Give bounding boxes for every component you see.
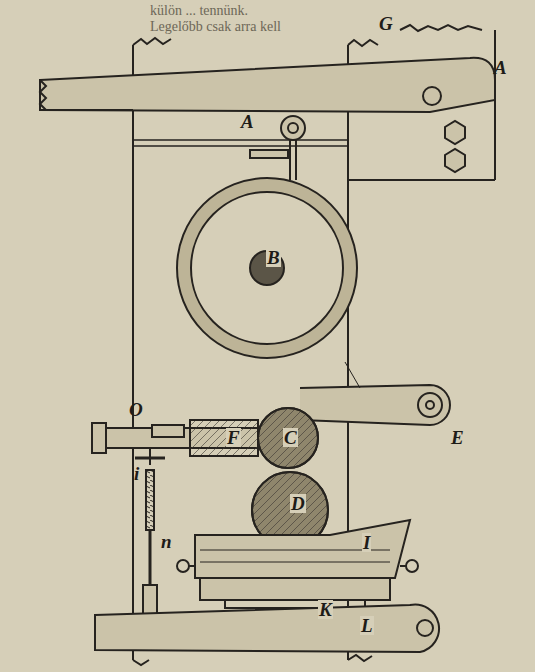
part-letter: i [133, 464, 140, 483]
part-letter: A [240, 112, 255, 131]
part-letter: C [283, 428, 298, 447]
part-letter: K [318, 600, 333, 619]
part-letter: E [450, 428, 465, 447]
part-letter: I [362, 533, 371, 552]
part-letter: L [360, 616, 374, 635]
part-letter: G [378, 14, 394, 33]
part-letter: B [266, 248, 281, 267]
page-text: külön ... tennünk. [150, 4, 248, 18]
part-letter: n [160, 532, 173, 551]
part-letter: F [226, 428, 241, 447]
part-letter: A [493, 58, 508, 77]
part-letter: O [128, 400, 144, 419]
page-text: Legelőbb csak arra kell [150, 20, 281, 34]
part-letter: D [290, 494, 306, 513]
